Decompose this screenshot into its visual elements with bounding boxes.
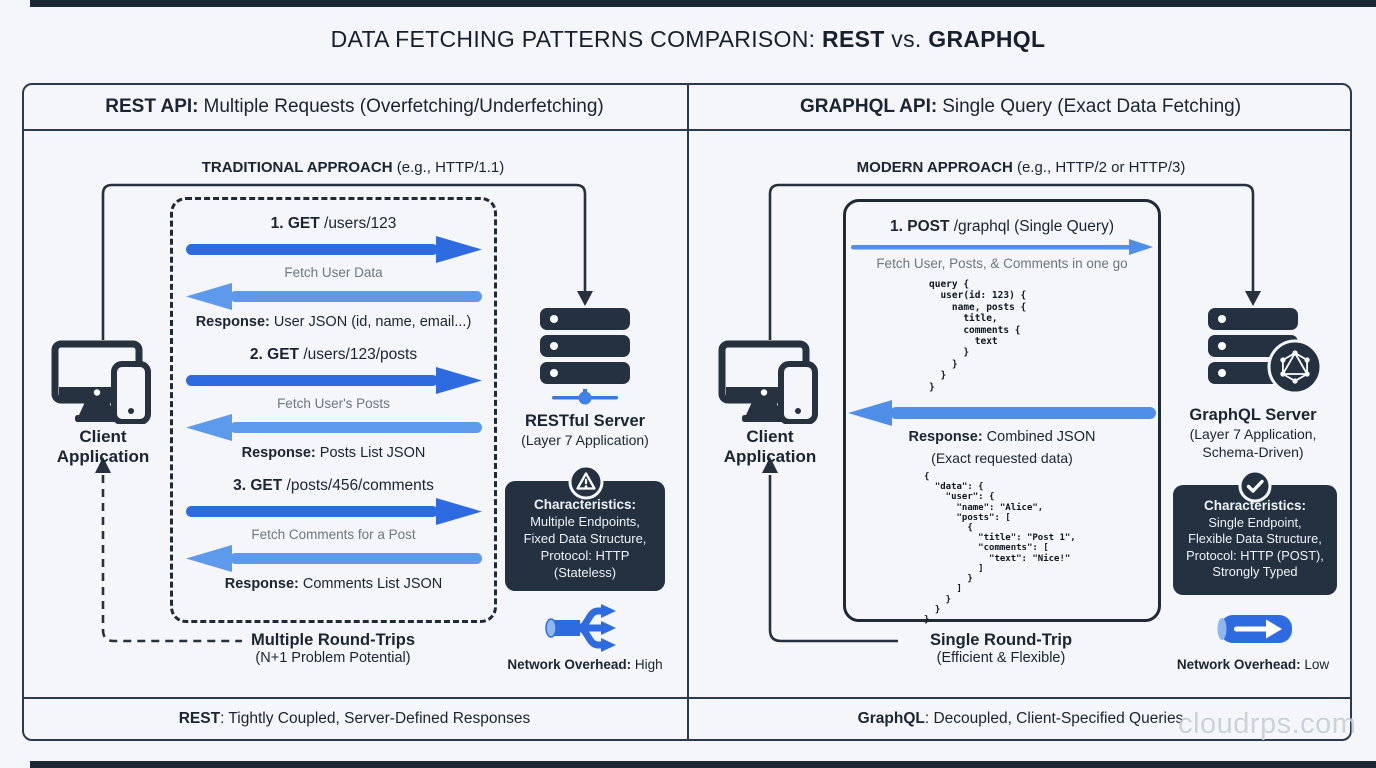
rest-request-3: 3. GET /posts/456/comments Fetch Comment… bbox=[173, 474, 494, 596]
graphql-query-box: 1. POST /graphql (Single Query) Fetch Us… bbox=[843, 199, 1161, 625]
rest-overhead-label: Network Overhead: High bbox=[507, 657, 663, 672]
client-label: Client Application bbox=[723, 427, 817, 466]
graphql-column-header: GRAPHQL API: Single Query (Exact Data Fe… bbox=[689, 85, 1352, 129]
server-stack-icon bbox=[540, 308, 630, 409]
graphql-request-label: 1. POST /graphql (Single Query) bbox=[890, 218, 1114, 235]
traditional-approach-label: TRADITIONAL APPROACH (e.g., HTTP/1.1) bbox=[103, 159, 603, 176]
graphql-server-name: GraphQL Server bbox=[1189, 406, 1317, 424]
response-arrow-left bbox=[173, 545, 494, 572]
rest-client-arrowhead bbox=[95, 457, 111, 473]
top-edge-bar bbox=[30, 0, 1376, 7]
graphql-characteristics-box: Characteristics: Single Endpoint, Flexib… bbox=[1173, 485, 1337, 595]
graphql-server-arrowhead bbox=[1245, 291, 1261, 306]
request-label: 1. GET /users/123 bbox=[270, 215, 397, 232]
footer-divider bbox=[22, 697, 1352, 699]
warning-icon bbox=[568, 464, 604, 500]
graphql-logo-icon bbox=[1266, 338, 1324, 396]
check-icon bbox=[1238, 469, 1272, 503]
graphql-roundtrip-label: Single Round-Trip (Efficient & Flexible) bbox=[929, 631, 1073, 666]
characteristics-title: Characteristics: bbox=[1203, 498, 1307, 513]
request-caption: Fetch User Data bbox=[284, 265, 383, 280]
graphql-header-text: Single Query (Exact Data Fetching) bbox=[942, 96, 1242, 117]
request-arrow-right bbox=[173, 367, 494, 394]
graphql-footer: GraphQL: Decoupled, Client-Specified Que… bbox=[857, 710, 1184, 727]
server-network-icon bbox=[552, 389, 618, 405]
client-devices-icon bbox=[718, 340, 818, 424]
response-label: Response: Posts List JSON bbox=[241, 445, 426, 461]
graphql-response-label: Response: Combined JSON bbox=[908, 429, 1096, 446]
graphql-query-code: query { user(id: 123) { name, posts { ti… bbox=[929, 279, 1027, 393]
bottom-edge-bar bbox=[30, 761, 1376, 768]
branching-arrows-icon bbox=[543, 601, 627, 655]
watermark: cloudrps.com bbox=[1178, 708, 1357, 740]
graphql-header-bold: GRAPHQL API: bbox=[799, 96, 938, 117]
modern-approach-label: MODERN APPROACH (e.g., HTTP/2 or HTTP/3) bbox=[771, 159, 1271, 176]
column-divider bbox=[687, 83, 689, 741]
response-label: Response: Comments List JSON bbox=[224, 576, 443, 592]
graphql-request-arrow bbox=[846, 238, 1158, 255]
rest-client: Client Application bbox=[37, 340, 169, 467]
rest-header-bold: REST API: bbox=[105, 96, 199, 117]
rest-column-header: REST API: Multiple Requests (Overfetchin… bbox=[22, 85, 687, 129]
header-divider bbox=[22, 129, 1352, 131]
title-rest: REST bbox=[822, 26, 885, 52]
graphql-response-arrow bbox=[846, 400, 1158, 427]
graphql-client-arrowhead bbox=[762, 457, 778, 473]
title-prefix: DATA FETCHING PATTERNS COMPARISON: bbox=[330, 26, 823, 52]
rest-server-name: RESTful Server bbox=[524, 412, 646, 430]
rest-server: RESTful Server (Layer 7 Application) bbox=[500, 308, 670, 449]
response-arrow-left bbox=[173, 414, 494, 441]
modern-approach-bold: MODERN APPROACH bbox=[856, 159, 1013, 176]
title-vs: vs. bbox=[884, 26, 929, 52]
characteristics-lines: Multiple Endpoints, Fixed Data Structure… bbox=[523, 514, 647, 580]
response-label: Response: User JSON (id, name, email...) bbox=[195, 314, 472, 330]
request-label: 2. GET /users/123/posts bbox=[249, 346, 418, 363]
rest-footer: REST: Tightly Coupled, Server-Defined Re… bbox=[178, 710, 531, 727]
rest-header-text: Multiple Requests (Overfetching/Underfet… bbox=[203, 96, 604, 117]
request-caption: Fetch Comments for a Post bbox=[251, 527, 416, 542]
graphql-response-sublabel: (Exact requested data) bbox=[931, 450, 1073, 467]
request-arrow-right bbox=[173, 498, 494, 525]
traditional-approach-text: (e.g., HTTP/1.1) bbox=[392, 159, 505, 176]
rest-requests-box: 1. GET /users/123 Fetch User Data Respon… bbox=[170, 197, 497, 623]
rest-request-2: 2. GET /users/123/posts Fetch User's Pos… bbox=[173, 343, 494, 465]
rest-roundtrip-label: Multiple Round-Trips (N+1 Problem Potent… bbox=[250, 631, 416, 666]
graphql-response-code: { "data": { "user": { "name": "Alice", "… bbox=[924, 472, 1076, 625]
graphql-client: Client Application bbox=[704, 340, 836, 467]
graphql-server: GraphQL Server (Layer 7 Application, Sch… bbox=[1168, 308, 1338, 461]
rest-request-1: 1. GET /users/123 Fetch User Data Respon… bbox=[173, 212, 494, 334]
server-stack-icon bbox=[1208, 308, 1323, 395]
rest-server-arrowhead bbox=[577, 291, 593, 306]
response-arrow-left bbox=[173, 283, 494, 310]
pipe-arrow-icon bbox=[1212, 612, 1298, 646]
request-caption: Fetch User's Posts bbox=[277, 396, 390, 411]
request-arrow-right bbox=[173, 236, 494, 263]
modern-approach-text: (e.g., HTTP/2 or HTTP/3) bbox=[1012, 159, 1186, 176]
characteristics-title: Characteristics: bbox=[533, 497, 637, 512]
page-title: DATA FETCHING PATTERNS COMPARISON: REST … bbox=[0, 26, 1376, 53]
graphql-overhead-label: Network Overhead: Low bbox=[1176, 657, 1330, 672]
rest-characteristics-box: Characteristics: Multiple Endpoints, Fix… bbox=[505, 481, 665, 591]
client-devices-icon bbox=[51, 340, 151, 424]
graphql-request-caption: Fetch User, Posts, & Comments in one go bbox=[876, 256, 1128, 271]
traditional-approach-bold: TRADITIONAL APPROACH bbox=[201, 159, 393, 176]
title-graphql: GRAPHQL bbox=[928, 26, 1046, 52]
graphql-server-sublabel: (Layer 7 Application, Schema-Driven) bbox=[1189, 426, 1317, 460]
characteristics-lines: Single Endpoint, Flexible Data Structure… bbox=[1186, 514, 1324, 580]
rest-server-sublabel: (Layer 7 Application) bbox=[521, 432, 649, 448]
request-label: 3. GET /posts/456/comments bbox=[233, 477, 434, 494]
client-label: Client Application bbox=[56, 427, 150, 466]
